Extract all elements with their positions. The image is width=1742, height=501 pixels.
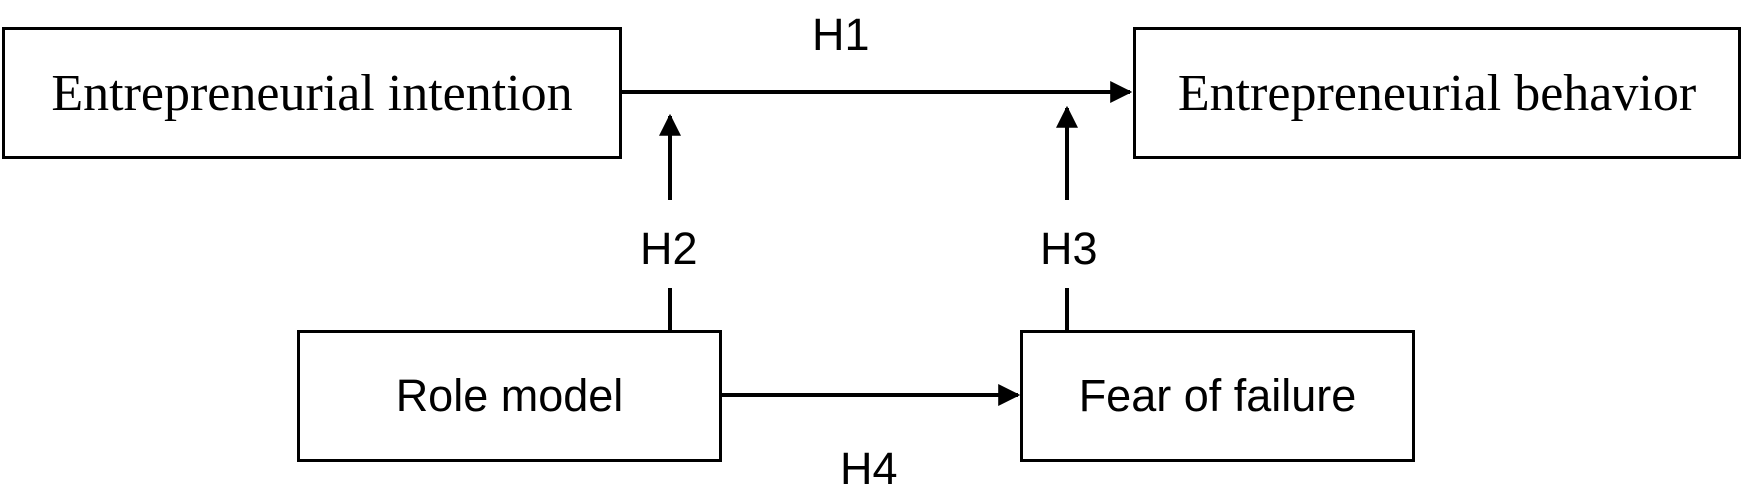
hypothesis-h1-label: H1 xyxy=(812,9,870,60)
box-role-model: Role model xyxy=(297,330,722,462)
box-entrepreneurial-behavior-label: Entrepreneurial behavior xyxy=(1177,64,1697,122)
box-fear-of-failure-label: Fear of failure xyxy=(1078,370,1357,421)
box-entrepreneurial-behavior: Entrepreneurial behavior xyxy=(1133,27,1741,159)
box-fear-of-failure: Fear of failure xyxy=(1020,330,1415,462)
hypothesis-h2-label: H2 xyxy=(640,223,698,274)
box-entrepreneurial-intention-label: Entrepreneurial intention xyxy=(51,64,573,122)
box-entrepreneurial-intention: Entrepreneurial intention xyxy=(2,27,622,159)
hypothesis-h3-label: H3 xyxy=(1040,223,1098,274)
hypothesis-h4-label: H4 xyxy=(840,443,898,494)
box-role-model-label: Role model xyxy=(395,370,624,421)
